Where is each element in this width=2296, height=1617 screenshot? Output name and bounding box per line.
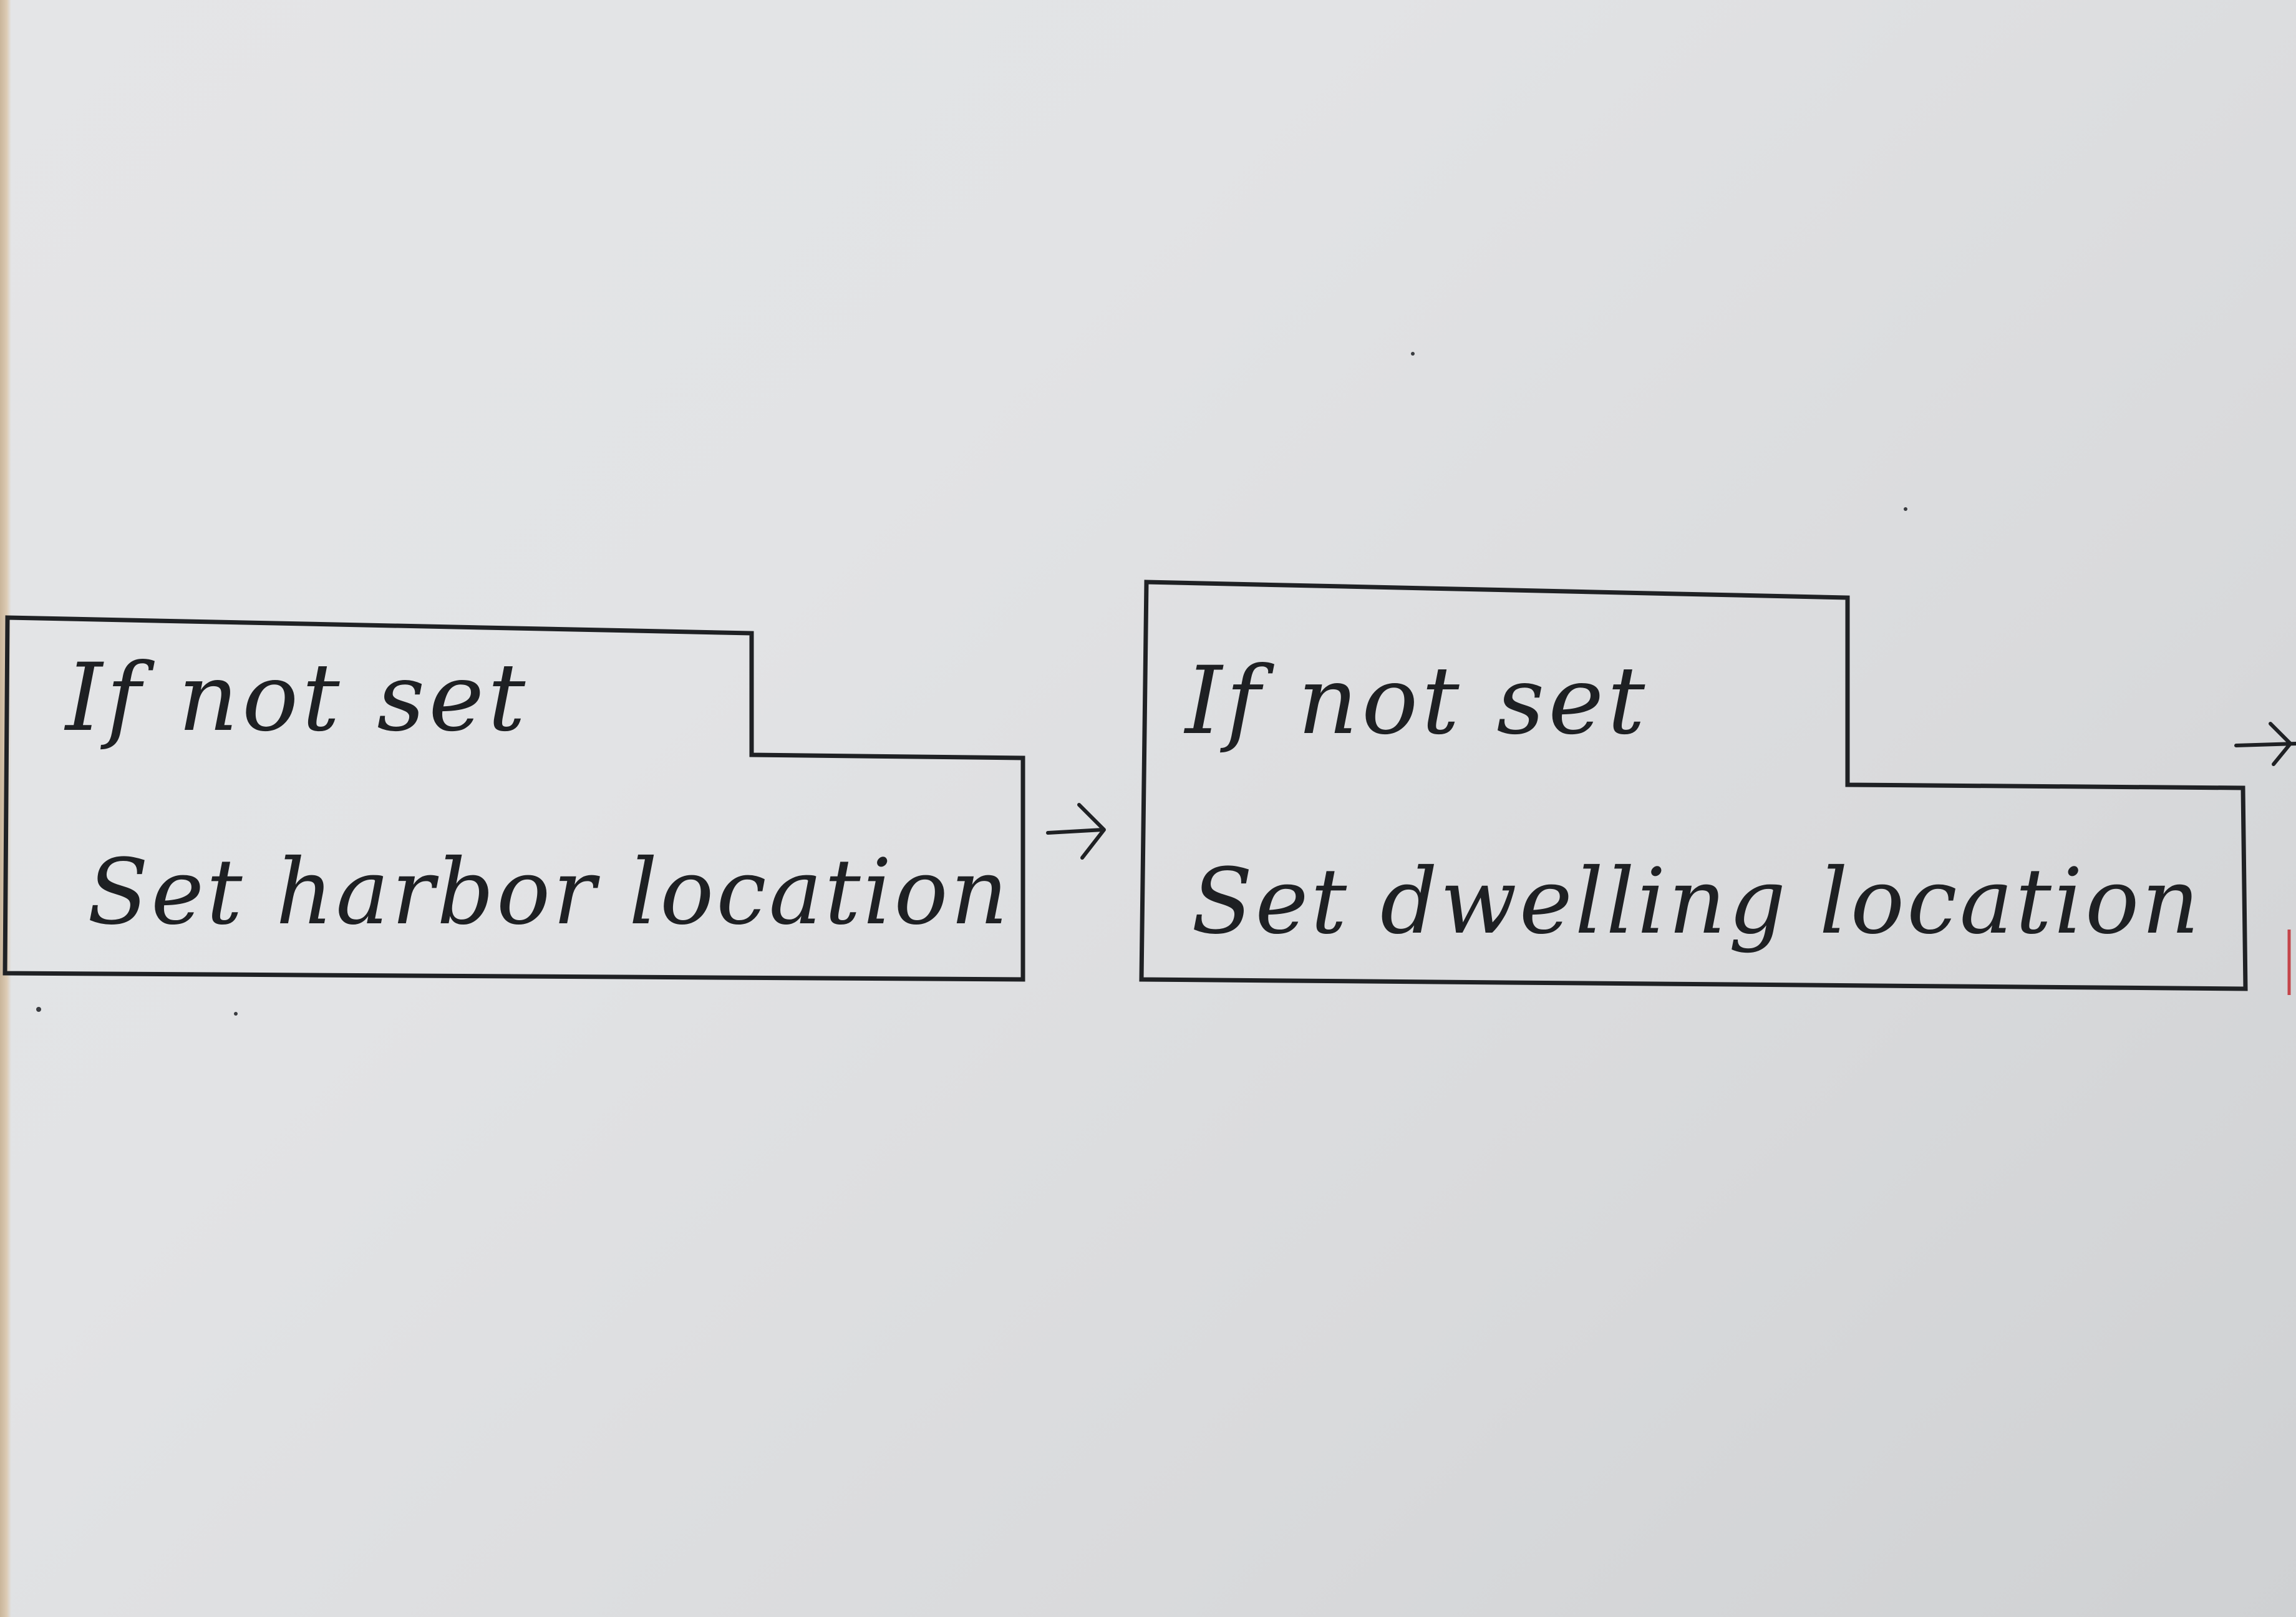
arrow-2-partial: [2234, 722, 2296, 766]
block-2: If not set Set dwelling location: [1139, 580, 2248, 991]
arrow-1-head: [1077, 803, 1106, 860]
arrow-2-shaft: [2234, 742, 2296, 747]
block-2-condition: If not set: [1183, 647, 1649, 755]
block-1-outline: [2, 615, 1025, 982]
arrow-1-shaft: [1046, 828, 1105, 835]
block-1: If not set Set harbor location: [2, 615, 1025, 982]
block-2-action: Set dwelling location: [1191, 849, 2202, 954]
block-1-condition: If not set: [64, 644, 529, 752]
paper-speck: [36, 1007, 41, 1012]
paper-speck: [234, 1012, 238, 1016]
block-2-outline: [1139, 580, 2248, 991]
arrow-1-to-2: [1046, 803, 1106, 860]
paper-speck: [1411, 352, 1415, 356]
arrow-2-head: [2269, 722, 2292, 766]
block-1-action: Set harbor location: [87, 840, 1010, 945]
paper-speck: [1904, 507, 1907, 511]
